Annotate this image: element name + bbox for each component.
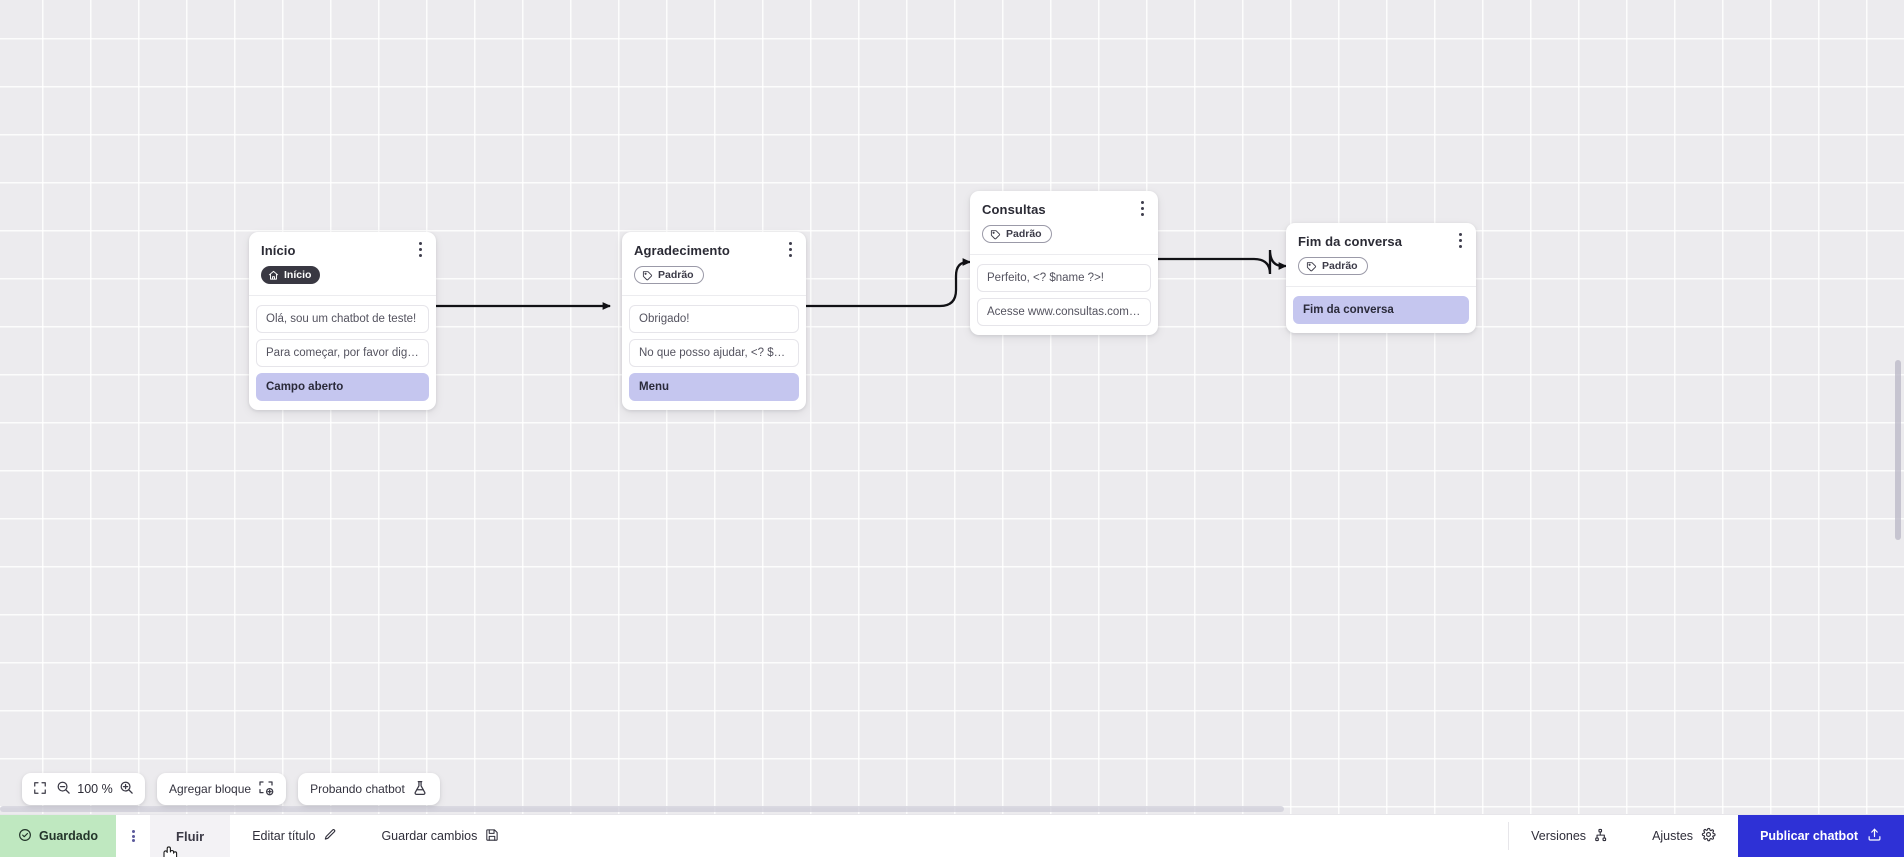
save-disk-icon <box>485 828 499 845</box>
add-block-icon <box>258 780 274 799</box>
settings-button[interactable]: Ajustes <box>1630 815 1738 857</box>
node-title: Início <box>261 243 296 258</box>
add-block-button[interactable]: Agregar bloque <box>157 773 286 805</box>
node-row[interactable]: No que posso ajudar, <? $name ... <box>629 338 799 367</box>
tab-fluir-label: Fluir <box>176 828 205 844</box>
node-header: Fim da conversa <box>1286 223 1476 249</box>
flow-node-fim-da-conversa[interactable]: Fim da conversa Padrão Fim da conversa <box>1286 223 1476 333</box>
fit-screen-button[interactable] <box>22 773 53 805</box>
node-header: Agradecimento <box>622 232 806 258</box>
test-chatbot-label: Probando chatbot <box>310 782 405 796</box>
node-row[interactable]: Olá, sou um chatbot de teste! <box>256 304 429 333</box>
flask-icon <box>412 780 428 799</box>
flow-node-inicio[interactable]: Início Início Olá, sou um chatbot de tes… <box>249 232 436 410</box>
node-badge-row: Padrão <box>1286 249 1476 277</box>
zoom-in-icon <box>119 780 134 798</box>
zoom-level-value: 100 % <box>77 782 113 796</box>
status-bar-spacer <box>521 815 1508 857</box>
edit-title-button[interactable]: Editar título <box>230 815 359 857</box>
badge-start-label: Início <box>284 269 312 281</box>
badge-start: Início <box>261 266 321 284</box>
flow-canvas[interactable]: Início Início Olá, sou um chatbot de tes… <box>0 0 1904 814</box>
save-changes-label: Guardar cambios <box>381 829 478 843</box>
badge-default: Padrão <box>634 266 704 284</box>
zoom-out-button[interactable] <box>53 773 74 805</box>
gear-icon <box>1701 827 1716 845</box>
node-rows: Fim da conversa <box>1286 295 1476 324</box>
node-row-action[interactable]: Campo aberto <box>256 372 429 401</box>
zoom-controls: 100 % <box>22 773 145 805</box>
canvas-horizontal-scrollbar[interactable] <box>0 806 1284 812</box>
saved-label: Guardado <box>39 829 99 843</box>
node-header: Consultas <box>970 191 1158 217</box>
zoom-in-button[interactable] <box>116 773 145 805</box>
publish-chatbot-button[interactable]: Publicar chatbot <box>1738 815 1904 857</box>
node-divider <box>622 294 806 296</box>
node-title: Agradecimento <box>634 243 730 258</box>
node-badge-row: Padrão <box>622 258 806 286</box>
node-menu-button[interactable] <box>1453 231 1467 249</box>
node-divider <box>1286 285 1476 287</box>
tag-icon <box>990 229 1001 240</box>
more-vertical-icon[interactable] <box>116 815 150 857</box>
fit-screen-icon <box>33 781 47 798</box>
node-row-action[interactable]: Menu <box>629 372 799 401</box>
node-divider <box>970 253 1158 255</box>
status-bar: Guardado Fluir Editar título Guardar cam… <box>0 814 1904 857</box>
check-circle-icon <box>18 828 32 845</box>
tag-icon <box>642 270 653 281</box>
home-icon <box>268 270 279 281</box>
edit-title-label: Editar título <box>252 829 316 843</box>
node-row-action[interactable]: Fim da conversa <box>1293 295 1469 324</box>
node-badge-row: Padrão <box>970 217 1158 245</box>
edge-agradecimento-consultas <box>806 258 971 308</box>
versions-button[interactable]: Versiones <box>1509 815 1630 857</box>
node-divider <box>249 294 436 296</box>
versions-label: Versiones <box>1531 829 1587 843</box>
upload-icon <box>1867 827 1882 845</box>
settings-label: Ajustes <box>1652 829 1694 843</box>
test-chatbot-button[interactable]: Probando chatbot <box>298 773 440 805</box>
badge-default-label: Padrão <box>658 269 694 281</box>
node-row[interactable]: Obrigado! <box>629 304 799 333</box>
badge-default-label: Padrão <box>1322 260 1358 272</box>
flow-node-agradecimento[interactable]: Agradecimento Padrão Obrigado! No <box>622 232 806 410</box>
node-badge-row: Início <box>249 258 436 286</box>
status-bar-divider <box>1508 822 1510 850</box>
node-rows: Perfeito, <? $name ?>! Acesse www.consul… <box>970 263 1158 326</box>
flow-node-consultas[interactable]: Consultas Padrão Perfeito, <? $name ?>! <box>970 191 1158 335</box>
publish-label: Publicar chatbot <box>1760 829 1858 843</box>
node-title: Fim da conversa <box>1298 234 1403 249</box>
node-rows: Olá, sou um chatbot de teste! Para começ… <box>249 304 436 401</box>
node-rows: Obrigado! No que posso ajudar, <? $name … <box>622 304 806 401</box>
pencil-icon <box>323 828 337 845</box>
edge-consultas-fim <box>1158 249 1287 275</box>
node-title: Consultas <box>982 202 1046 217</box>
badge-default: Padrão <box>982 225 1052 243</box>
save-changes-button[interactable]: Guardar cambios <box>359 815 521 857</box>
node-row[interactable]: Perfeito, <? $name ?>! <box>977 263 1151 292</box>
status-badge-saved: Guardado <box>0 815 117 857</box>
node-header: Início <box>249 232 436 258</box>
badge-default-label: Padrão <box>1006 228 1042 240</box>
add-block-label: Agregar bloque <box>169 782 252 796</box>
zoom-out-icon <box>56 780 71 798</box>
badge-default: Padrão <box>1298 257 1368 275</box>
tag-icon <box>1306 261 1317 272</box>
node-row[interactable]: Acesse www.consultas.com par... <box>977 297 1151 326</box>
node-menu-button[interactable] <box>783 240 797 258</box>
add-block-group: Agregar bloque <box>157 773 287 805</box>
canvas-toolbar: 100 % Agregar bloque <box>22 773 440 805</box>
node-menu-button[interactable] <box>413 240 427 258</box>
node-menu-button[interactable] <box>1135 199 1149 217</box>
test-chatbot-group: Probando chatbot <box>298 773 440 805</box>
branch-icon <box>1594 828 1608 845</box>
canvas-vertical-scrollbar[interactable] <box>1895 360 1901 540</box>
tab-fluir[interactable]: Fluir <box>150 815 231 857</box>
node-row[interactable]: Para começar, por favor digite o ... <box>256 338 429 367</box>
